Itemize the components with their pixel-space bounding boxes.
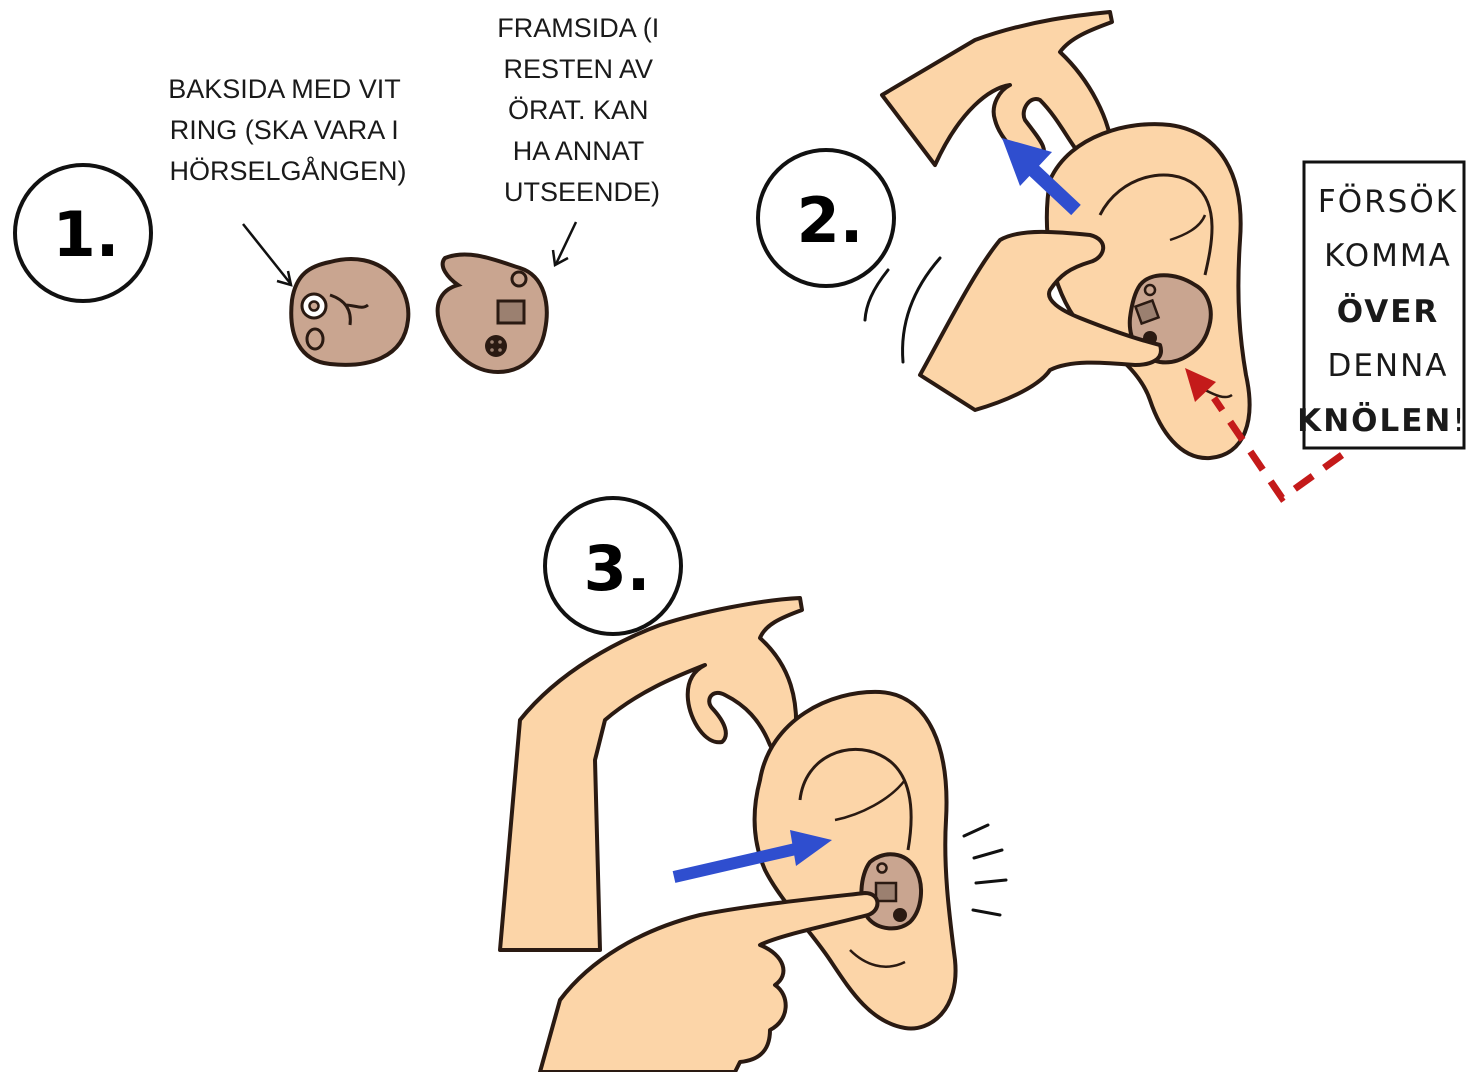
front-side-label-line-3: ÖRAT. KAN — [508, 95, 649, 125]
motion-lines-left — [865, 258, 940, 362]
front-side-label: FRAMSIDA (I RESTEN AV ÖRAT. KAN HA ANNAT… — [497, 13, 667, 207]
tip-line-5: KNÖLEN! — [1297, 402, 1466, 439]
hearing-aid-in-ear-icon — [861, 854, 921, 928]
front-side-label-line-1: FRAMSIDA (I — [497, 13, 659, 43]
step-2: 2. — [758, 12, 1466, 498]
front-side-label-line-2: RESTEN AV — [503, 54, 653, 84]
front-side-label-line-5: UTSEENDE) — [504, 177, 660, 207]
tip-line-4: DENNA — [1327, 348, 1448, 384]
tip-line-5-bold: KNÖLEN — [1297, 402, 1452, 439]
motion-lines-right — [964, 825, 1006, 915]
back-side-label: BAKSIDA MED VIT RING (SKA VARA I HÖRSELG… — [168, 74, 408, 186]
front-side-label-line-4: HA ANNAT — [513, 136, 644, 166]
hand-icon — [500, 598, 802, 950]
tip-line-1: FÖRSÖK — [1318, 183, 1458, 220]
step-3-number: 3. — [584, 532, 651, 605]
hearing-aid-front-icon — [438, 255, 547, 373]
hand-icon — [882, 12, 1112, 165]
step-3: 3. — [500, 498, 1006, 1072]
ear-icon — [755, 692, 956, 1029]
tip-line-5-suffix: ! — [1452, 403, 1466, 439]
tip-box: FÖRSÖK KOMMA ÖVER DENNA KNÖLEN! — [1297, 162, 1466, 448]
back-side-label-line-1: BAKSIDA MED VIT — [168, 74, 400, 104]
back-pointer-arrow — [243, 224, 291, 285]
back-side-label-line-3: HÖRSELGÅNGEN) — [169, 155, 406, 186]
tip-line-3: ÖVER — [1337, 293, 1440, 330]
front-pointer-arrow — [553, 222, 576, 265]
hearing-aid-back-icon — [291, 259, 408, 365]
step-2-number: 2. — [797, 184, 864, 257]
tip-line-2: KOMMA — [1324, 238, 1452, 274]
step-1-number: 1. — [53, 198, 120, 271]
back-side-label-line-2: RING (SKA VARA I — [170, 115, 399, 145]
step-1: 1. BAKSIDA MED VIT RING (SKA VARA I HÖRS… — [15, 13, 667, 372]
